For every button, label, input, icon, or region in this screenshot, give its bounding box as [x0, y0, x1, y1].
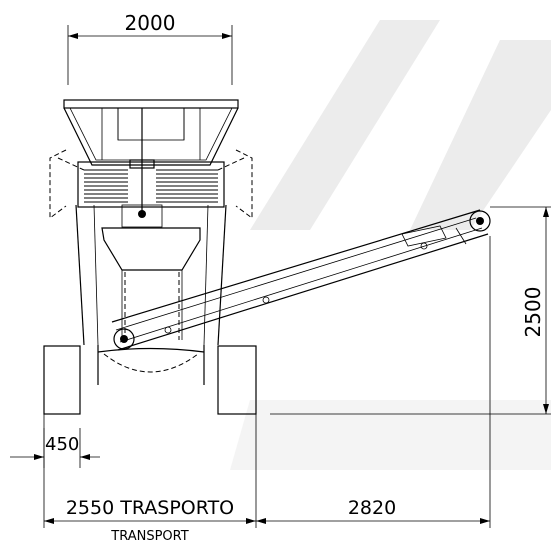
- mixer-body: [77, 159, 225, 228]
- conveyor: [111, 209, 491, 351]
- dimension-top-width: 2000: [67, 11, 233, 85]
- dimension-conveyor-reach: 2820: [256, 236, 491, 528]
- dimension-transport-label-en: TRANSPORT: [110, 529, 188, 544]
- dimension-height: 2500: [270, 206, 551, 415]
- dimension-transport-label: 2550 TRASPORTO: [66, 497, 234, 519]
- frame: [43, 204, 257, 415]
- hopper: [49, 99, 253, 219]
- dimension-transport: 2550 TRASPORTO TRANSPORT: [43, 414, 257, 544]
- dimension-height-label: 2500: [521, 287, 545, 338]
- dimension-conveyor-reach-label: 2820: [348, 497, 396, 519]
- watermark: [230, 20, 551, 470]
- dimension-left-offset: 450: [10, 428, 100, 468]
- dimension-left-offset-label: 450: [45, 434, 79, 455]
- dimension-top-width-label: 2000: [125, 11, 176, 35]
